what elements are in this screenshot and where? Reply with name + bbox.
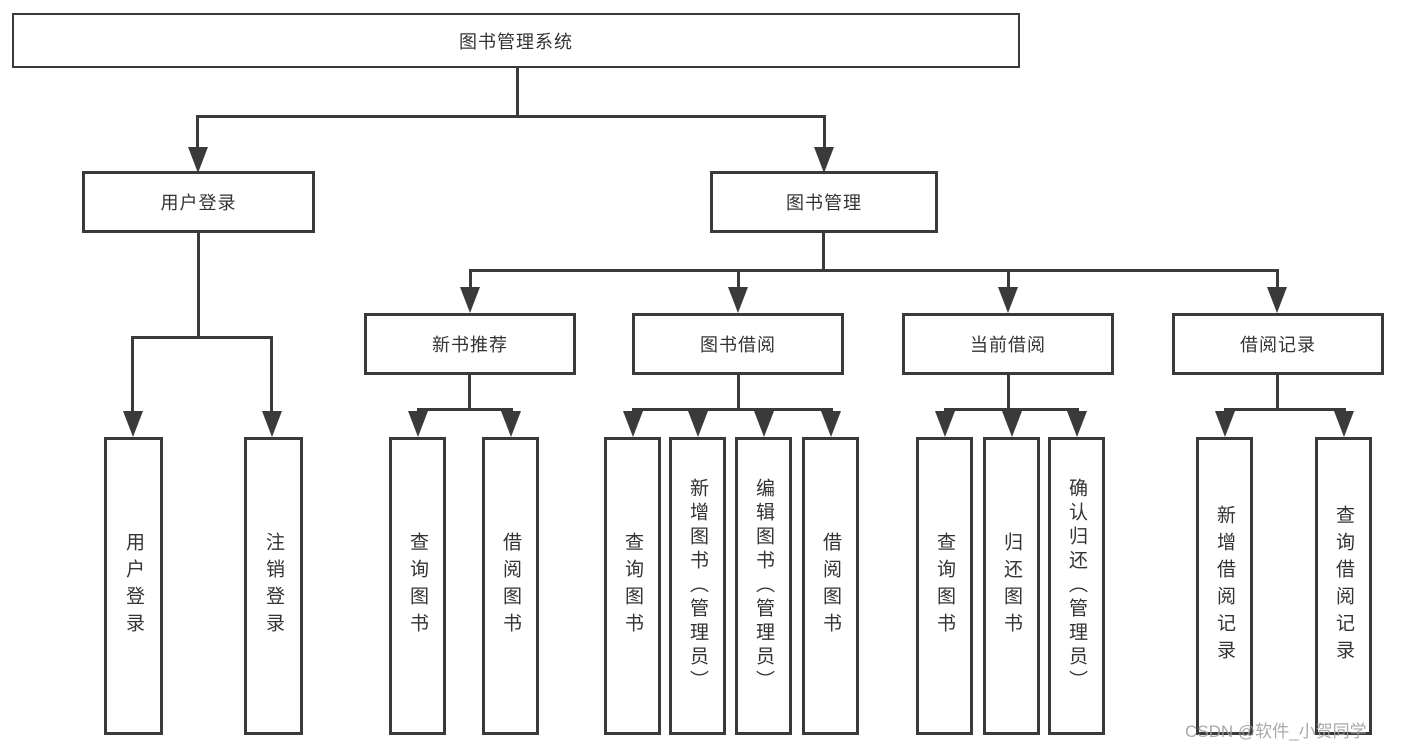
connector-new-book-rec-bar	[418, 408, 512, 411]
leaf-borrow-book-1-label: 借阅图书	[500, 532, 521, 640]
connector-borrow-records-bar	[1225, 408, 1344, 411]
arrow-down-icon	[1067, 411, 1087, 437]
csdn-watermark: CSDN @软件_小贺同学	[1185, 722, 1367, 741]
leaf-add-book-admin-label: 新增图书（管理员）	[687, 478, 708, 694]
leaf-query-borrow-record: 查询借阅记录	[1315, 437, 1372, 735]
leaf-edit-book-admin: 编辑图书（管理员）	[735, 437, 792, 735]
arrow-down-icon	[1267, 287, 1287, 313]
arrow-down-icon	[460, 287, 480, 313]
leaf-add-book-admin: 新增图书（管理员）	[669, 437, 726, 735]
node-borrowing-records: 借阅记录	[1172, 313, 1384, 375]
connector-drop-book-mgmt	[823, 115, 826, 147]
arrow-down-icon	[123, 411, 143, 437]
connector-drop-user-login	[196, 115, 199, 147]
leaf-logout-label: 注销登录	[263, 532, 284, 640]
node-book-management: 图书管理	[710, 171, 938, 233]
arrow-down-icon	[501, 411, 521, 437]
leaf-edit-book-admin-label: 编辑图书（管理员）	[753, 478, 774, 694]
arrow-down-icon	[1334, 411, 1354, 437]
connector-book-borrow-bar	[633, 408, 831, 411]
leaf-return-book: 归还图书	[983, 437, 1040, 735]
node-library-management-system: 图书管理系统	[12, 13, 1020, 68]
arrow-down-icon	[754, 411, 774, 437]
arrow-down-icon	[623, 411, 643, 437]
node-user-login: 用户登录	[82, 171, 315, 233]
leaf-add-borrow-record-label: 新增借阅记录	[1214, 505, 1235, 667]
arrow-down-icon	[935, 411, 955, 437]
node-book-borrowing: 图书借阅	[632, 313, 844, 375]
arrow-down-icon	[728, 287, 748, 313]
connector-book-mgmt-bar	[470, 269, 1278, 272]
leaf-borrow-book-2: 借阅图书	[802, 437, 859, 735]
leaf-query-book-2: 查询图书	[604, 437, 661, 735]
arrow-down-icon	[188, 147, 208, 173]
node-new-book-recommend-label: 新书推荐	[432, 335, 508, 355]
node-library-management-system-label: 图书管理系统	[459, 31, 573, 52]
leaf-borrow-book-1: 借阅图书	[482, 437, 539, 735]
node-user-login-label: 用户登录	[160, 193, 237, 213]
leaf-confirm-return-admin-label: 确认归还（管理员）	[1066, 478, 1087, 694]
arrow-down-icon	[1002, 411, 1022, 437]
leaf-query-book-2-label: 查询图书	[622, 532, 643, 640]
connector-user-login-bar	[132, 336, 273, 339]
connector-borrow-records-stem	[1276, 375, 1279, 408]
connector-drop-borrow-records	[1276, 269, 1279, 289]
arrow-down-icon	[408, 411, 428, 437]
connector-drop-new-book-rec	[469, 269, 472, 289]
leaf-query-borrow-record-label: 查询借阅记录	[1333, 505, 1354, 667]
connector-new-book-rec-stem	[468, 375, 471, 408]
connector-user-login-stem	[197, 233, 200, 336]
connector-current-borrow-stem	[1007, 375, 1010, 408]
leaf-query-book-1: 查询图书	[389, 437, 446, 735]
leaf-add-borrow-record: 新增借阅记录	[1196, 437, 1253, 735]
arrow-down-icon	[688, 411, 708, 437]
node-current-borrowing: 当前借阅	[902, 313, 1114, 375]
leaf-query-book-3-label: 查询图书	[934, 532, 955, 640]
leaf-user-login: 用户登录	[104, 437, 163, 735]
connector-drop-leaf-user-login	[131, 336, 134, 413]
arrow-down-icon	[814, 147, 834, 173]
arrow-down-icon	[1215, 411, 1235, 437]
leaf-return-book-label: 归还图书	[1001, 532, 1022, 640]
leaf-user-login-label: 用户登录	[123, 532, 144, 640]
connector-book-borrow-stem	[737, 375, 740, 408]
connector-root-bar	[197, 115, 826, 118]
leaf-confirm-return-admin: 确认归还（管理员）	[1048, 437, 1105, 735]
connector-drop-leaf-logout	[270, 336, 273, 413]
leaf-logout: 注销登录	[244, 437, 303, 735]
arrow-down-icon	[821, 411, 841, 437]
node-current-borrowing-label: 当前借阅	[970, 335, 1046, 355]
leaf-query-book-1-label: 查询图书	[407, 532, 428, 640]
node-book-borrowing-label: 图书借阅	[700, 335, 776, 355]
leaf-borrow-book-2-label: 借阅图书	[820, 532, 841, 640]
arrow-down-icon	[262, 411, 282, 437]
leaf-query-book-3: 查询图书	[916, 437, 973, 735]
node-new-book-recommend: 新书推荐	[364, 313, 576, 375]
arrow-down-icon	[998, 287, 1018, 313]
connector-drop-book-borrow	[737, 269, 740, 289]
connector-book-mgmt-stem	[822, 233, 825, 271]
connector-root-stem	[516, 68, 519, 115]
node-book-management-label: 图书管理	[786, 193, 862, 213]
node-borrowing-records-label: 借阅记录	[1240, 335, 1316, 355]
connector-drop-current-borrow	[1007, 269, 1010, 289]
